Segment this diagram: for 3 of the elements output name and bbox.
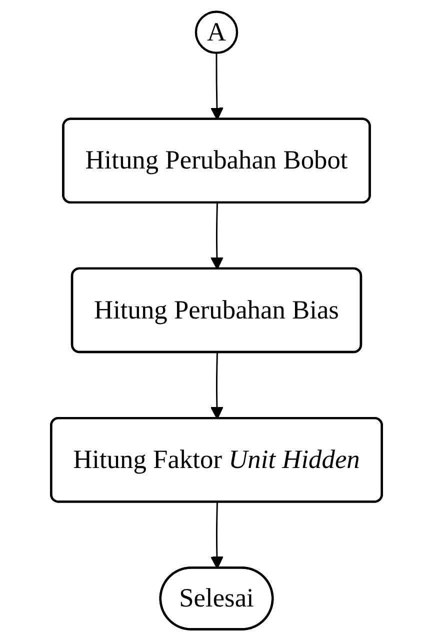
node-circle [194,10,238,54]
arrow [210,502,224,569]
arrow [210,352,224,420]
